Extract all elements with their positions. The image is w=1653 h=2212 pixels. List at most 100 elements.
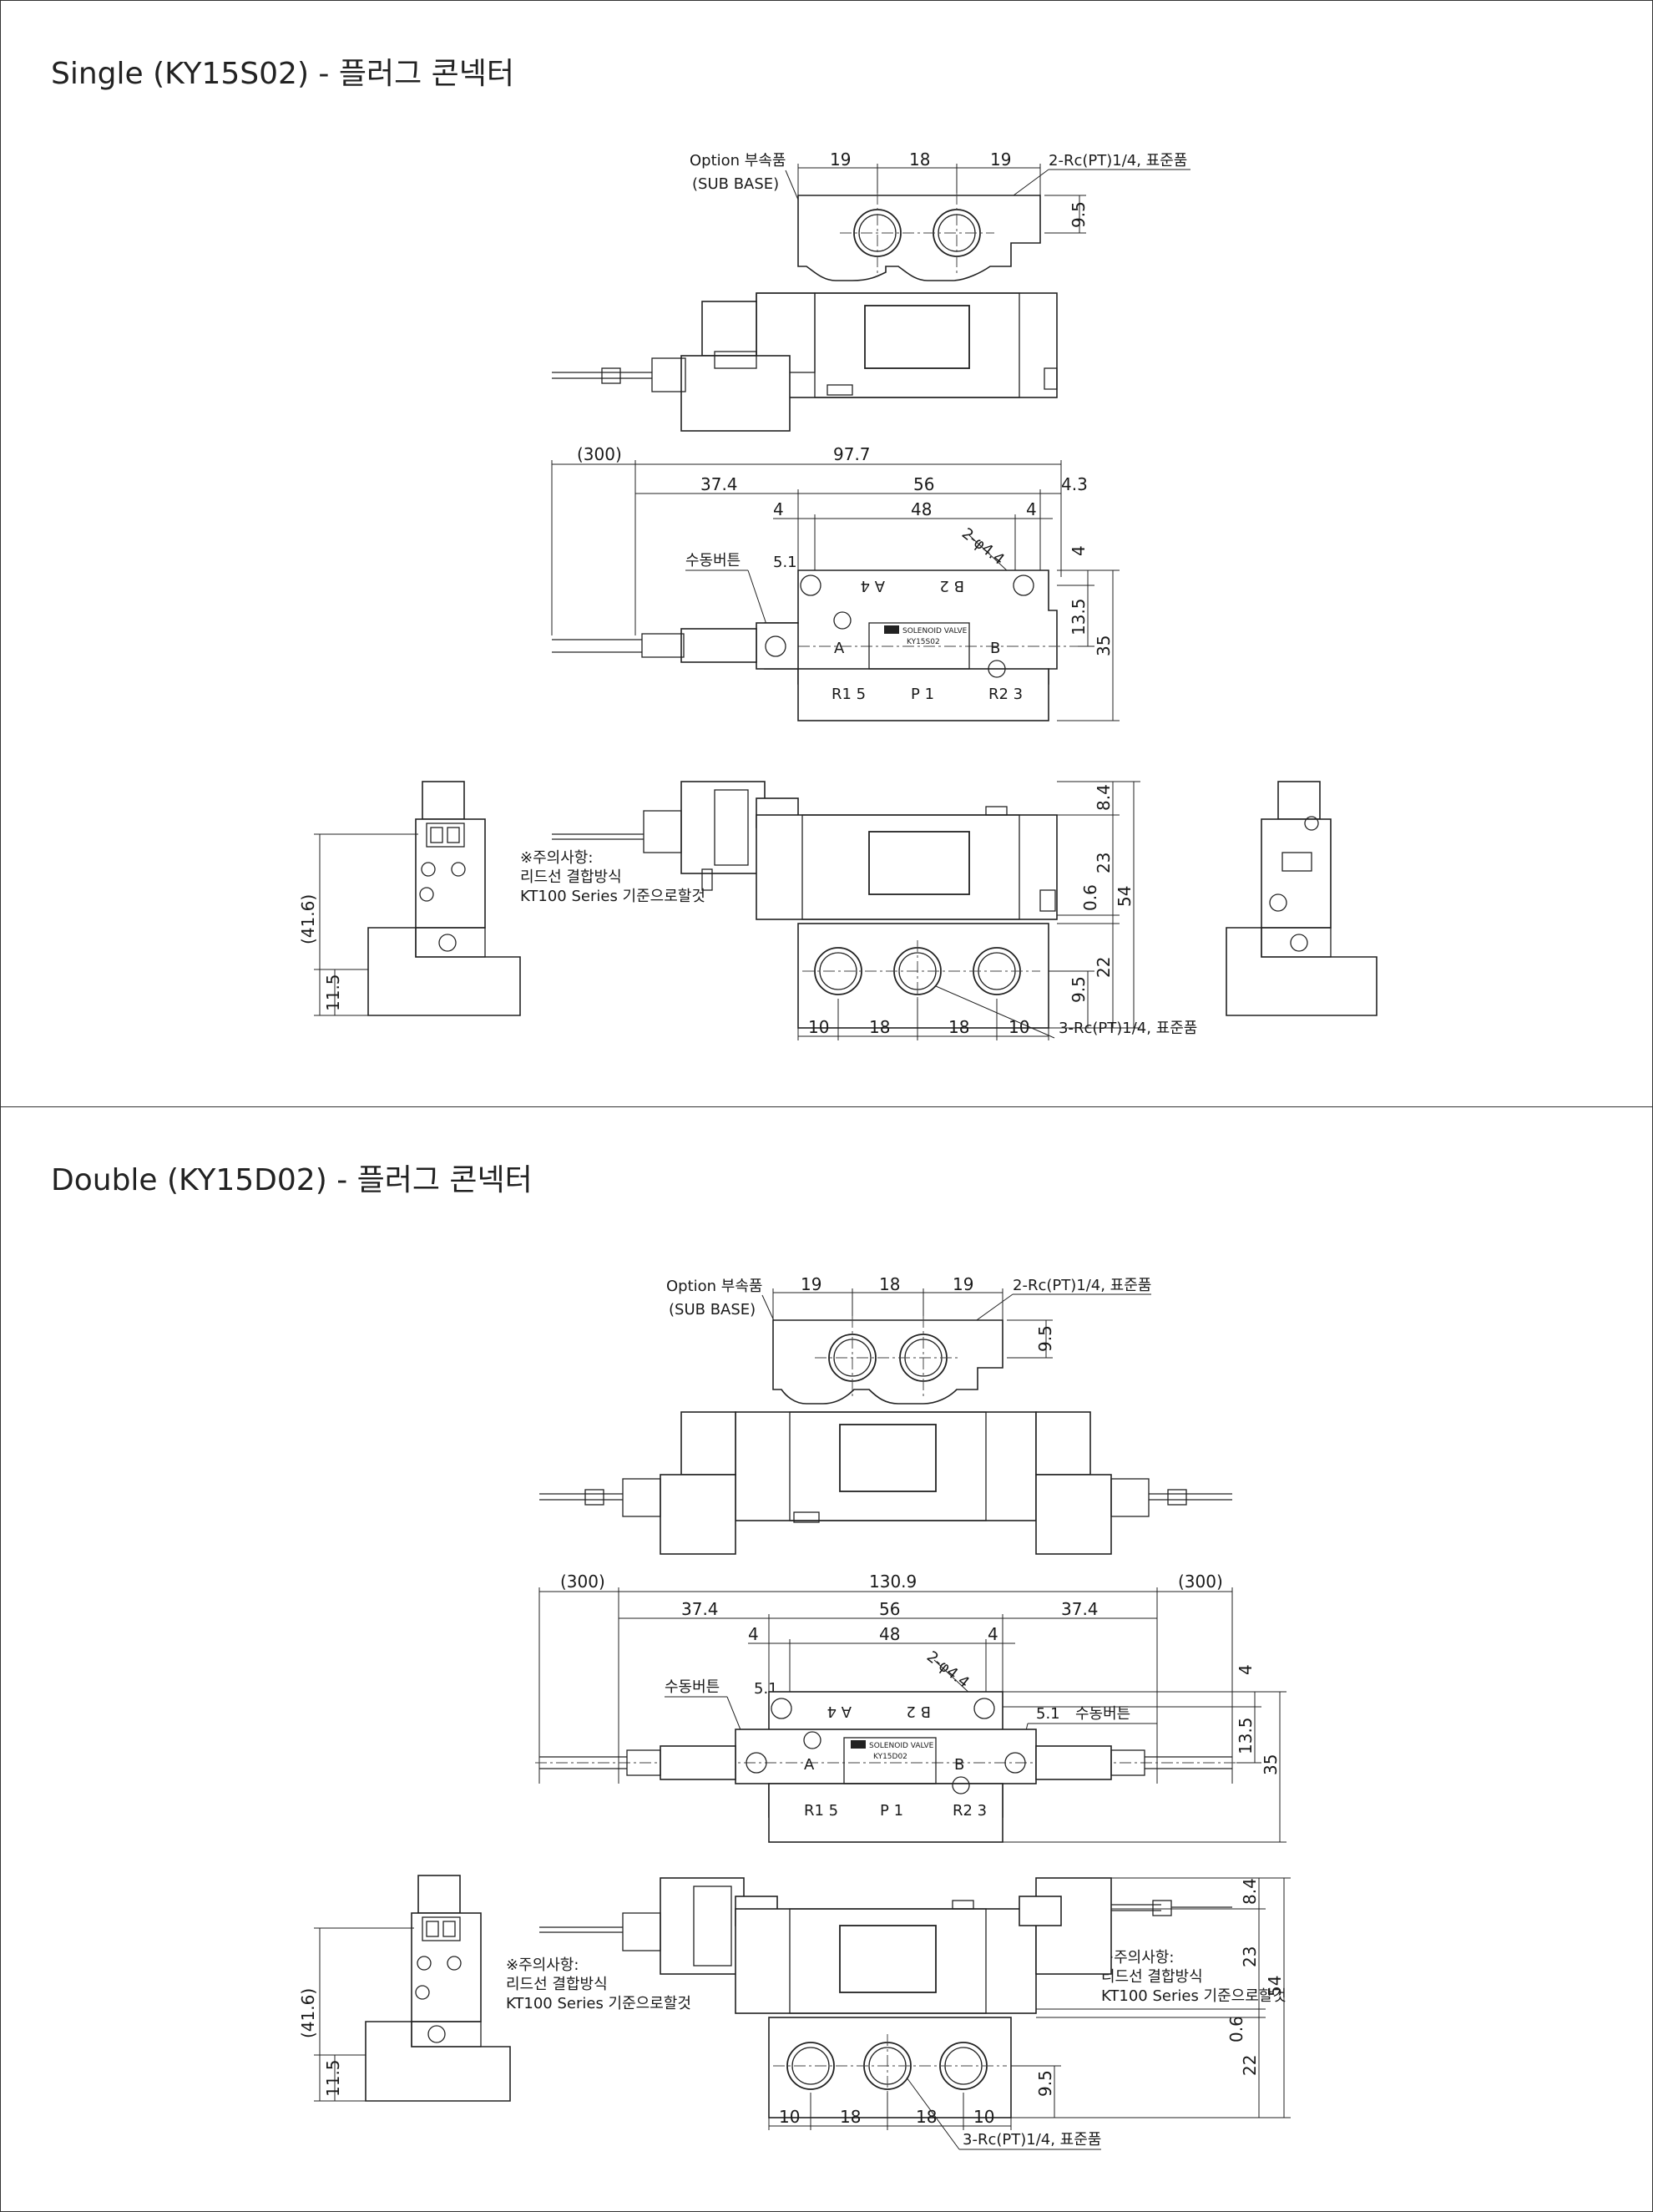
double-port-r1: R1 5	[804, 1802, 838, 1820]
single-total-len: 97.7	[833, 444, 871, 464]
single-front-9-5: 9.5	[1069, 976, 1089, 1003]
single-bottom-dim-4: 10	[1008, 1017, 1029, 1037]
single-top-dim-2: 18	[909, 149, 930, 170]
double-port-r2: R2 3	[953, 1802, 987, 1820]
single-plate-model: KY15S02	[907, 638, 940, 646]
double-top-height: 9.5	[1035, 1325, 1055, 1352]
double-side-41-6: (41.6)	[298, 1988, 318, 2038]
double-right-13-5: 13.5	[1236, 1717, 1256, 1754]
double-bottom-dim-2: 18	[840, 2107, 861, 2127]
single-side-view-left: (41.6) 11.5	[298, 781, 521, 1016]
single-dim-5-1: 5.1	[773, 554, 797, 571]
single-port-a4: A 4	[861, 577, 886, 595]
single-manual-btn: 수동버튼	[685, 552, 741, 569]
double-top-port-label: 2-Rc(PT)1/4, 표준품	[1013, 1277, 1151, 1294]
single-port-b2: B 2	[939, 577, 964, 595]
double-plate-model: KY15D02	[873, 1753, 907, 1761]
double-front-0-6: 0.6	[1226, 2016, 1246, 2042]
single-dim-48: 48	[911, 499, 932, 519]
double-bottom-dim-1: 10	[779, 2107, 800, 2127]
double-top-dim-3: 19	[953, 1274, 973, 1294]
single-front-0-6: 0.6	[1080, 884, 1100, 911]
double-port-p: P 1	[880, 1802, 903, 1820]
single-dim-37-4: 37.4	[700, 474, 738, 494]
double-manual-btn-left: 수동버튼	[665, 1678, 720, 1696]
double-plan-view: (300) 130.9 (300) 37.4 56 37.4 4 48 4 2-…	[535, 1572, 1287, 1843]
single-bottom-port-label: 3-Rc(PT)1/4, 표준품	[1059, 1020, 1197, 1037]
single-subbase-label: (SUB BASE)	[692, 175, 779, 193]
double-note-left-1: ※주의사항:	[506, 1956, 579, 1974]
single-plate-solenoid: SOLENOID VALVE	[902, 627, 968, 635]
single-port-p: P 1	[911, 686, 934, 703]
single-bottom-dim-3: 18	[948, 1017, 969, 1037]
single-note-line-3: KT100 Series 기준으로할것	[520, 888, 705, 905]
single-bottom-dim-2: 18	[869, 1017, 890, 1037]
single-dim-4-3: 4.3	[1061, 474, 1088, 494]
double-note-left: ※주의사항: 리드선 결합방식 KT100 Series 기준으로할것	[506, 1956, 691, 2012]
single-right-35: 35	[1094, 635, 1114, 656]
single-top-height: 9.5	[1069, 201, 1089, 228]
double-port-b: B	[954, 1756, 964, 1774]
double-side-11-5: 11.5	[323, 2059, 343, 2097]
single-note-line-1: ※주의사항:	[520, 849, 593, 867]
single-dim-4a: 4	[773, 499, 784, 519]
single-front-54: 54	[1115, 886, 1135, 907]
single-port-r2: R2 3	[988, 686, 1023, 703]
double-bottom-port-label: 3-Rc(PT)1/4, 표준품	[963, 2131, 1101, 2149]
double-len-300-right: (300)	[1178, 1572, 1223, 1592]
double-dim-37-4b: 37.4	[1061, 1599, 1099, 1619]
single-front-8-4: 8.4	[1094, 784, 1114, 811]
double-top-dim-1: 19	[801, 1274, 821, 1294]
double-hole-label: 2-φ4.4	[923, 1648, 973, 1692]
double-note-left-3: KT100 Series 기준으로할것	[506, 1995, 691, 2012]
single-top-dim-1: 19	[830, 149, 851, 170]
double-plate-solenoid: SOLENOID VALVE	[869, 1742, 934, 1750]
single-top-dim-3: 19	[990, 149, 1011, 170]
double-note-left-2: 리드선 결합방식	[506, 1976, 608, 1993]
single-dim-56: 56	[913, 474, 934, 494]
double-title: Double (KY15D02) - 플러그 콘넥터	[51, 1163, 533, 1197]
double-dim-4a: 4	[748, 1624, 759, 1644]
single-bottom-dim-1: 10	[808, 1017, 829, 1037]
double-front-9-5: 9.5	[1035, 2070, 1055, 2097]
double-port-a: A	[804, 1756, 815, 1774]
double-right-35: 35	[1261, 1754, 1281, 1775]
single-option-label: Option 부속품	[690, 152, 786, 170]
single-hole-label: 2-φ4.4	[958, 524, 1008, 569]
double-right-4: 4	[1236, 1664, 1256, 1675]
single-note-line-2: 리드선 결합방식	[520, 868, 622, 886]
single-plan-view: (300) 97.7 37.4 56 4.3 4 48 4 2-φ4.4 수동버…	[551, 444, 1120, 721]
single-right-13-5: 13.5	[1069, 598, 1089, 635]
single-dim-4b: 4	[1026, 499, 1037, 519]
single-top-view: Option 부속품 (SUB BASE) 19 18 19 2-Rc(PT)1…	[552, 149, 1190, 432]
single-title: Single (KY15S02) - 플러그 콘넥터	[51, 57, 515, 91]
single-front-22: 22	[1094, 957, 1114, 978]
double-side-view-left: (41.6) 11.5	[298, 1875, 511, 2102]
single-side-41-6: (41.6)	[298, 894, 318, 944]
double-top-view: Option 부속품 (SUB BASE) 19 18 19 2-Rc(PT)1…	[539, 1274, 1232, 1555]
double-drawing: Option 부속품 (SUB BASE) 19 18 19 2-Rc(PT)1…	[298, 1274, 1291, 2150]
single-port-b: B	[990, 640, 1000, 657]
double-note-right-1: ※주의사항:	[1101, 1949, 1174, 1967]
single-note: ※주의사항: 리드선 결합방식 KT100 Series 기준으로할것	[520, 849, 705, 905]
single-panel: Single (KY15S02) - 플러그 콘넥터 Option 부속품 (S…	[0, 0, 1653, 1107]
single-side-view-right	[1226, 781, 1378, 1016]
single-port-a: A	[834, 640, 845, 657]
single-front-view: 8.4 23 0.6 54 22 9.5 10 18 18 10 3-Rc(PT…	[552, 781, 1197, 1040]
double-manual-btn-right: 수동버튼	[1075, 1705, 1130, 1723]
double-bottom-dim-3: 18	[916, 2107, 937, 2127]
double-bottom-dim-4: 10	[973, 2107, 994, 2127]
double-subbase-label: (SUB BASE)	[669, 1301, 756, 1319]
single-front-23: 23	[1094, 853, 1114, 873]
single-side-11-5: 11.5	[323, 974, 343, 1011]
double-top-dim-2: 18	[879, 1274, 900, 1294]
double-port-a4: A 4	[827, 1703, 852, 1720]
double-dim-5-1-right: 5.1	[1036, 1705, 1060, 1723]
double-option-label: Option 부속품	[666, 1278, 762, 1295]
single-top-port-label: 2-Rc(PT)1/4, 표준품	[1049, 152, 1187, 170]
double-front-8-4: 8.4	[1240, 1878, 1260, 1905]
double-dim-37-4a: 37.4	[681, 1599, 719, 1619]
double-dim-56: 56	[879, 1599, 900, 1619]
single-port-r1: R1 5	[832, 686, 866, 703]
double-dim-48: 48	[879, 1624, 900, 1644]
